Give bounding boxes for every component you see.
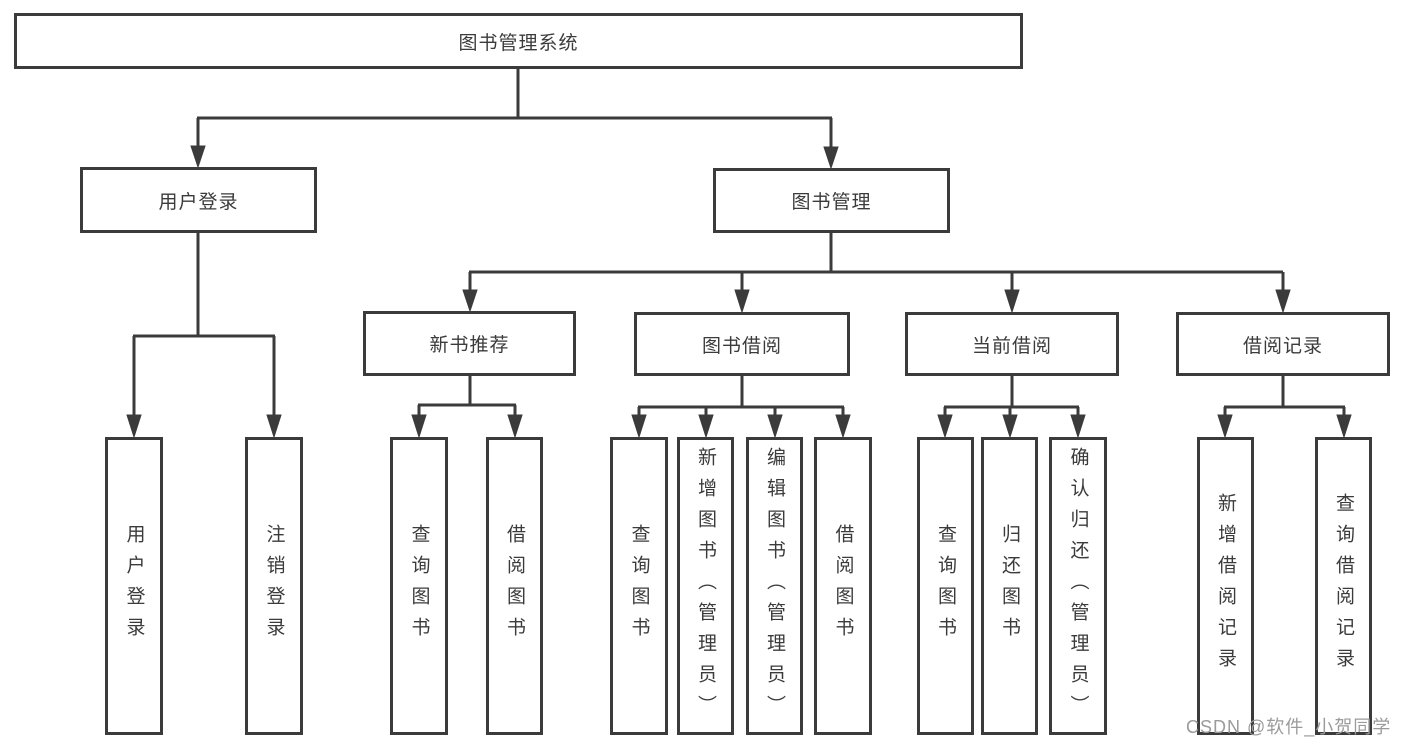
leaf-confirm-return-admin: 确认归还（管理员） bbox=[1049, 437, 1107, 735]
connector-borrow-record-to-leaves bbox=[1217, 376, 1352, 439]
leaf-query-book-recommend: 查询图书 bbox=[390, 437, 448, 735]
leaf-add-borrow-record: 新增借阅记录 bbox=[1197, 437, 1254, 735]
leaf-edit-book-admin: 编辑图书（管理员） bbox=[746, 437, 803, 735]
node-book-borrow: 图书借阅 bbox=[634, 312, 850, 376]
leaf-label: 用户登录 bbox=[123, 524, 145, 648]
leaf-query-borrow-record: 查询借阅记录 bbox=[1315, 437, 1372, 735]
leaf-borrow-book: 借阅图书 bbox=[814, 437, 872, 735]
leaf-label: 借阅图书 bbox=[832, 524, 854, 648]
watermark: CSDN @软件_小贺同学 bbox=[1186, 717, 1392, 737]
connector-current-borrow-to-leaves bbox=[937, 376, 1086, 439]
leaf-label: 确认归还（管理员） bbox=[1067, 446, 1089, 726]
leaf-user-login: 用户登录 bbox=[105, 437, 163, 735]
leaf-label: 查询图书 bbox=[628, 524, 650, 648]
connector-book-management-to-level3 bbox=[462, 233, 1291, 314]
node-user-login: 用户登录 bbox=[80, 167, 317, 233]
leaf-label: 归还图书 bbox=[999, 524, 1020, 648]
leaf-borrow-book-recommend: 借阅图书 bbox=[486, 437, 543, 735]
node-new-book-recommend: 新书推荐 bbox=[363, 311, 576, 376]
leaf-query-book-borrow: 查询图书 bbox=[610, 437, 668, 735]
leaf-query-book-current: 查询图书 bbox=[917, 437, 974, 735]
node-root: 图书管理系统 bbox=[14, 13, 1023, 69]
leaf-logout: 注销登录 bbox=[245, 437, 303, 735]
leaf-label: 编辑图书（管理员） bbox=[764, 446, 785, 726]
leaf-label: 查询图书 bbox=[408, 524, 430, 648]
connector-new-book-to-leaves bbox=[411, 376, 523, 439]
leaf-label: 查询图书 bbox=[935, 524, 956, 648]
leaf-add-book-admin: 新增图书（管理员） bbox=[677, 437, 734, 735]
leaf-return-book: 归还图书 bbox=[981, 437, 1038, 735]
connector-root-to-level2 bbox=[190, 69, 839, 170]
leaf-label: 借阅图书 bbox=[504, 524, 525, 648]
node-borrow-record: 借阅记录 bbox=[1176, 312, 1390, 376]
leaf-label: 查询借阅记录 bbox=[1333, 493, 1354, 679]
leaf-label: 新增借阅记录 bbox=[1215, 493, 1236, 679]
node-book-management: 图书管理 bbox=[713, 168, 950, 233]
leaf-label: 新增图书（管理员） bbox=[695, 446, 716, 726]
node-current-borrow: 当前借阅 bbox=[905, 312, 1119, 376]
connector-user-login-to-leaves bbox=[126, 233, 282, 439]
leaf-label: 注销登录 bbox=[263, 524, 285, 648]
connector-book-borrow-to-leaves bbox=[631, 376, 851, 439]
